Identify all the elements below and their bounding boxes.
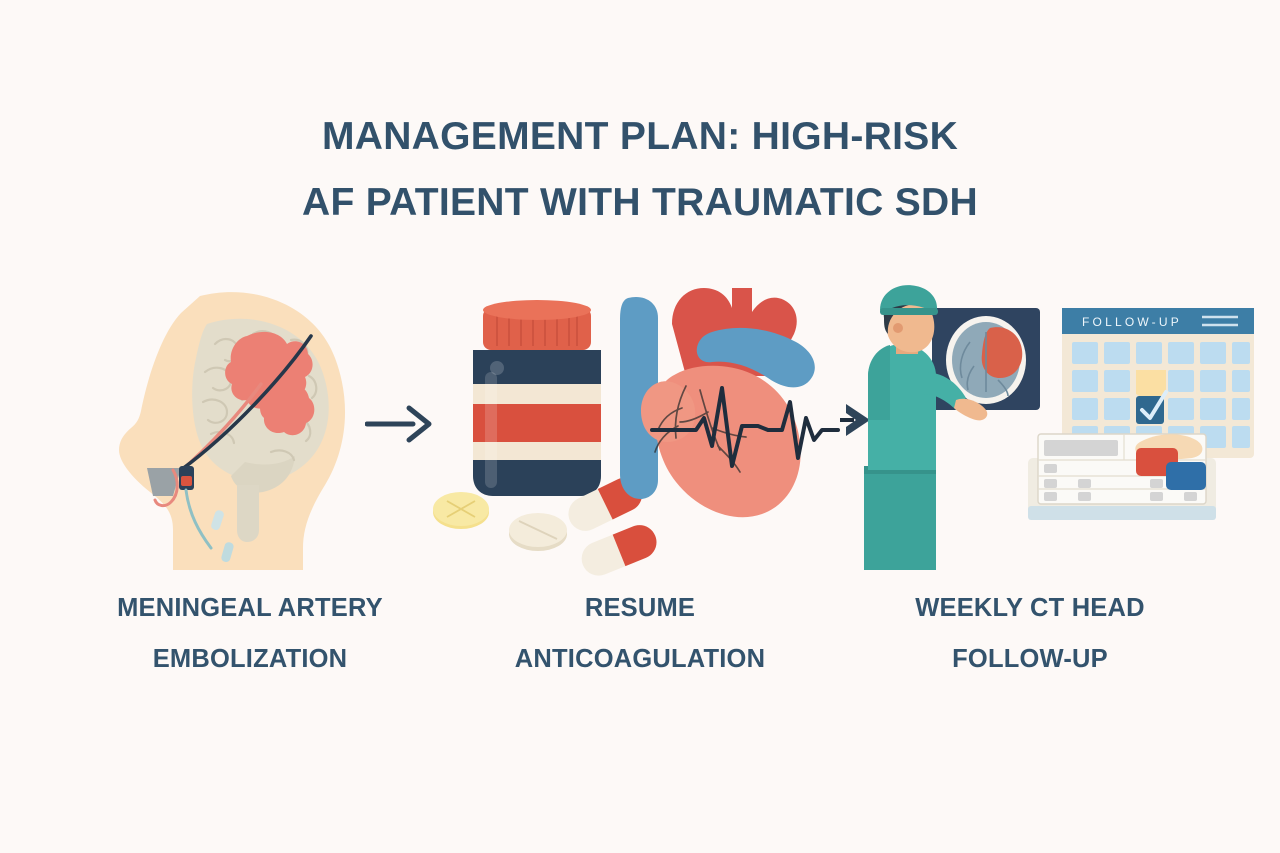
tubing-clip-1 <box>211 510 224 531</box>
step-1-illustration <box>95 280 385 570</box>
bottle-shine <box>490 361 504 375</box>
chart-block-blue <box>1166 462 1206 490</box>
form-title-placeholder <box>1044 440 1118 456</box>
clinician-figure <box>864 285 988 570</box>
catheter-line <box>179 334 313 472</box>
pulmonary-vein <box>696 327 815 388</box>
vena-cava <box>620 296 658 500</box>
step-2-caption-line-1: RESUME <box>584 594 696 622</box>
capsule-2 <box>581 525 657 576</box>
tubing-clip-2 <box>221 542 234 563</box>
cap-ridges <box>496 316 578 346</box>
surgical-cap <box>880 285 938 314</box>
clinician-ear <box>893 323 903 333</box>
capsule-2-red-half <box>612 525 657 567</box>
page-title-line-1: MANAGEMENT PLAN: HIGH-RISK <box>321 115 959 158</box>
arrow-1 <box>365 405 432 443</box>
step-2-medication-illustration <box>425 280 665 576</box>
step-3-caption-line-1: WEEKLY CT HEAD <box>915 594 1145 622</box>
chart-panel-base <box>1028 506 1216 520</box>
step-1-caption-line-2: EMBOLIZATION <box>152 645 348 673</box>
calendar-header-bar <box>1062 308 1254 334</box>
step-2-caption: RESUME ANTICOAGULATION <box>420 583 860 685</box>
head-brain-catheter-icon <box>119 292 346 570</box>
brainstem <box>237 485 259 542</box>
step-2-caption-line-2: ANTICOAGULATION <box>514 645 766 673</box>
ct-hemorrhage <box>981 327 1023 378</box>
step-3-caption: WEEKLY CT HEAD FOLLOW-UP <box>810 583 1250 685</box>
access-sheath <box>147 468 181 496</box>
heart-ecg-icon <box>620 288 840 518</box>
clinician-lower-scrubs <box>864 470 936 570</box>
calendar-header-label: FOLLOW-UP <box>1082 315 1182 329</box>
cap-band <box>880 308 938 315</box>
illustration-row: FOLLOW-UP <box>0 280 1280 580</box>
clinician-sleeve <box>868 345 890 420</box>
step-1-caption-line-1: MENINGEAL ARTERY <box>117 594 383 622</box>
hemorrhage-lower <box>260 383 315 436</box>
page-title: MANAGEMENT PLAN: HIGH-RISK AF PATIENT WI… <box>0 104 1280 236</box>
ct-scan-film <box>932 308 1040 410</box>
patient-chart-form <box>1037 433 1207 505</box>
tubing-line <box>184 488 213 550</box>
ct-brain-detail <box>959 332 1009 397</box>
bottle-highlight <box>485 372 497 488</box>
clinician-hand <box>954 398 988 421</box>
step-3-illustration: FOLLOW-UP <box>840 280 1260 570</box>
pill-bottle-icon <box>433 300 657 576</box>
neck-shape <box>173 538 303 570</box>
arrow-2-head <box>846 404 870 436</box>
step-2-heart-illustration <box>600 280 860 570</box>
check-icon <box>1140 390 1168 420</box>
page-title-line-2: AF PATIENT WITH TRAUMATIC SDH <box>302 181 978 224</box>
step-3-caption-line-2: FOLLOW-UP <box>952 645 1108 673</box>
cap-top <box>483 300 591 320</box>
guidewire-loop <box>153 468 179 508</box>
tablet-white-score <box>518 520 558 540</box>
caption-row: MENINGEAL ARTERY EMBOLIZATION RESUME ANT… <box>0 583 1280 693</box>
arrow-1-head <box>406 405 432 443</box>
cerebellum <box>231 456 295 493</box>
hub-indicator <box>181 476 192 486</box>
calendar-sticky-note <box>1136 370 1166 402</box>
tablet-yellow-score <box>446 500 476 518</box>
calendar-header-lines <box>1202 315 1238 327</box>
step-1-caption: MENINGEAL ARTERY EMBOLIZATION <box>30 583 470 685</box>
ecg-trace <box>650 386 840 468</box>
clinician-ct-calendar-icon: FOLLOW-UP <box>840 285 1254 570</box>
label-stripe <box>473 404 601 442</box>
clinician-arm <box>924 372 966 410</box>
